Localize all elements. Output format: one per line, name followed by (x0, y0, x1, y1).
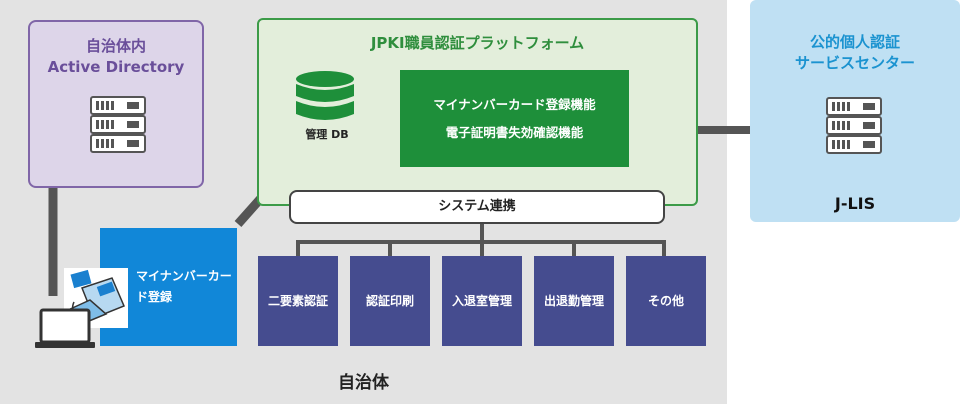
jpki-platform-title: JPKI職員認証プラットフォーム (370, 34, 585, 52)
jlis-box: 公的個人認証 サービスセンター J-LIS (750, 0, 960, 222)
card-registration-label: マイナンバーカード登録 (136, 269, 232, 304)
ad-title-line1: 自治体内 (85, 37, 146, 55)
server-icon (826, 97, 882, 154)
system-other: その他 (626, 256, 706, 346)
system-two-factor-auth: 二要素認証 (258, 256, 338, 346)
jlis-title: 公的個人認証 サービスセンター (750, 32, 960, 74)
municipality-label: 自治体 (338, 373, 389, 393)
system-access-control: 入退室管理 (442, 256, 522, 346)
jlis-title-line2: サービスセンター (794, 54, 915, 72)
platform-functions-block: マイナンバーカード登録機能 電子証明書失効確認機能 (400, 70, 629, 167)
jlis-label: J-LIS (834, 194, 876, 213)
function-revocation-check: 電子証明書失効確認機能 (445, 125, 584, 140)
system-attendance: 出退勤管理 (534, 256, 614, 346)
server-icon (90, 96, 146, 153)
system-link-bar: システム連携 (289, 190, 665, 224)
laptop-icon (35, 308, 95, 348)
jlis-title-line1: 公的個人認証 (809, 33, 900, 51)
ad-title-line2: Active Directory (47, 58, 185, 76)
active-directory-title: 自治体内 Active Directory (30, 36, 202, 78)
active-directory-box: 自治体内 Active Directory (28, 20, 204, 188)
system-auth-printing: 認証印刷 (350, 256, 430, 346)
function-card-registration: マイナンバーカード登録機能 (433, 97, 596, 112)
database-icon (296, 71, 354, 120)
db-label: 管理 DB (305, 128, 349, 141)
